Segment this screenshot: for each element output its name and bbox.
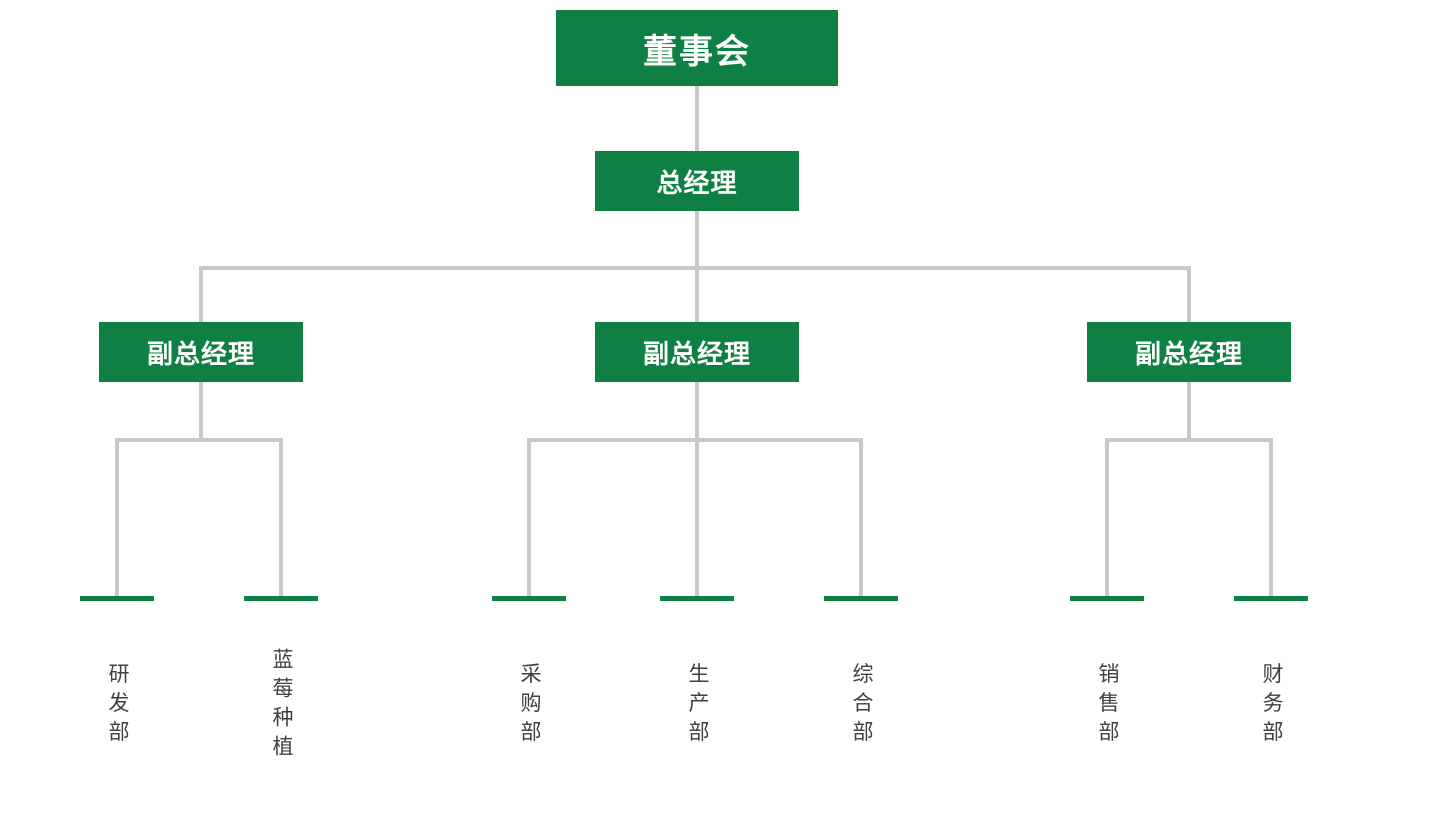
org-node-deputy-3: 副总经理 [1087,322,1291,382]
leaf-label-sales-dept: 销售部 [1096,662,1119,750]
leaf-label-production-dept: 生产部 [686,662,709,750]
leaf-bar-blueberry-planting [244,596,318,601]
leaf-label-blueberry-planting: 蓝莓种植 [270,648,293,764]
org-node-general-manager: 总经理 [595,151,799,211]
leaf-label-rd-dept: 研发部 [106,662,129,750]
connector-gm-stem [695,211,699,270]
org-node-board: 董事会 [556,10,838,86]
connector-dept-finance [1269,438,1273,598]
leaf-bar-rd-dept [80,596,154,601]
leaf-bar-production-dept [660,596,734,601]
leaf-bar-sales-dept [1070,596,1144,601]
leaf-label-finance-dept: 财务部 [1260,662,1283,750]
leaf-label-general-affairs-dept: 综合部 [850,662,873,750]
connector-board-gm [695,86,699,151]
connector-deputy2-stem [695,382,699,598]
connector-rail-deputy2-depts [527,438,863,442]
connector-deputy1-stem [199,382,203,440]
connector-rail-deputy1-depts [115,438,283,442]
connector-rail-deputy3-depts [1105,438,1273,442]
connector-dept-purchasing [527,438,531,598]
leaf-label-purchasing-dept: 采购部 [518,662,541,750]
connector-rail-deputy2 [695,266,699,322]
leaf-bar-finance-dept [1234,596,1308,601]
org-node-deputy-2: 副总经理 [595,322,799,382]
connector-dept-rd [115,438,119,598]
leaf-bar-general-affairs-dept [824,596,898,601]
connector-dept-sales [1105,438,1109,598]
connector-dept-general-affairs [859,438,863,598]
org-node-deputy-1: 副总经理 [99,322,303,382]
connector-deputy3-stem [1187,382,1191,440]
leaf-bar-purchasing-dept [492,596,566,601]
connector-rail-deputy3 [1187,266,1191,322]
connector-dept-blueberry [279,438,283,598]
connector-rail-deputy1 [199,266,203,322]
